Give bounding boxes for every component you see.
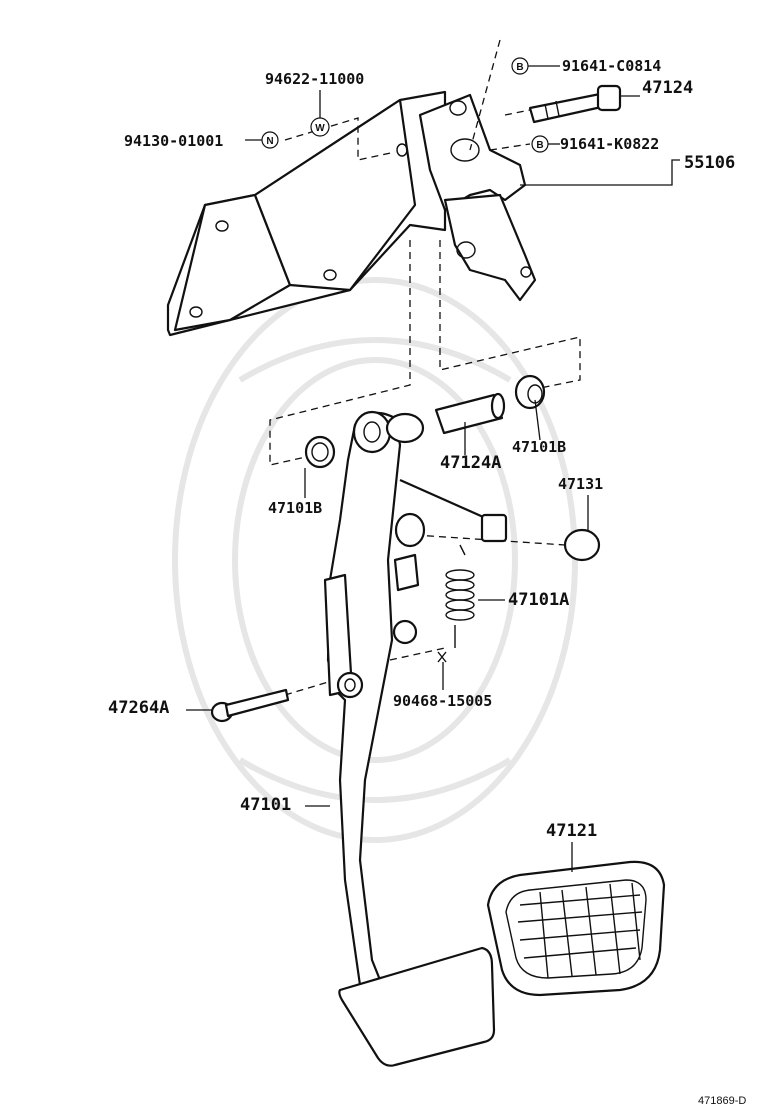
bushing-left-47101b: [304, 435, 336, 469]
label-91641-k0822: 91641-K0822: [560, 135, 659, 153]
svg-text:B: B: [536, 140, 543, 151]
badge-n: N: [261, 131, 279, 149]
label-47124: 47124: [642, 78, 693, 98]
label-47124a: 47124A: [440, 453, 501, 473]
stopper-cushion-47131: [563, 528, 601, 562]
watermark-emblem: [172, 277, 578, 843]
svg-text:W: W: [315, 123, 325, 134]
badge-w: W: [310, 117, 330, 137]
pedal-pad-cover-47121: [486, 860, 666, 997]
label-47264a: 47264A: [108, 698, 169, 718]
label-91641-c0814: 91641-C0814: [562, 57, 661, 75]
label-94622-11000: 94622-11000: [265, 70, 364, 88]
pedal-arm-47101: [323, 410, 508, 987]
bolt-47124: [528, 84, 622, 124]
svg-text:N: N: [266, 136, 273, 147]
label-47101a: 47101A: [508, 590, 569, 610]
badge-b-mid: B: [531, 135, 549, 153]
label-47101b-right: 47101B: [512, 438, 566, 456]
label-55106: 55106: [684, 153, 735, 173]
bracket-assembly-55106: [166, 90, 537, 337]
pad-tread-pattern: [517, 882, 643, 979]
bushing-right-47101b: [514, 374, 546, 410]
label-47101b-left: 47101B: [268, 499, 322, 517]
label-90468-15005: 90468-15005: [393, 692, 492, 710]
label-47121: 47121: [546, 821, 597, 841]
badge-b-top: B: [511, 57, 529, 75]
leader-lines: [186, 65, 680, 872]
label-47101: 47101: [240, 795, 291, 815]
collar-47124a: [434, 392, 506, 435]
clip-90468-15005: [437, 651, 447, 663]
diagram-reference-code: 471869-D: [698, 1095, 746, 1107]
pedal-pad: [338, 946, 496, 1067]
return-spring-47101a: [445, 544, 475, 648]
svg-text:B: B: [516, 62, 523, 73]
label-47131: 47131: [558, 475, 603, 493]
pin-47264a: [210, 688, 290, 723]
label-94130-01001: 94130-01001: [124, 132, 223, 150]
